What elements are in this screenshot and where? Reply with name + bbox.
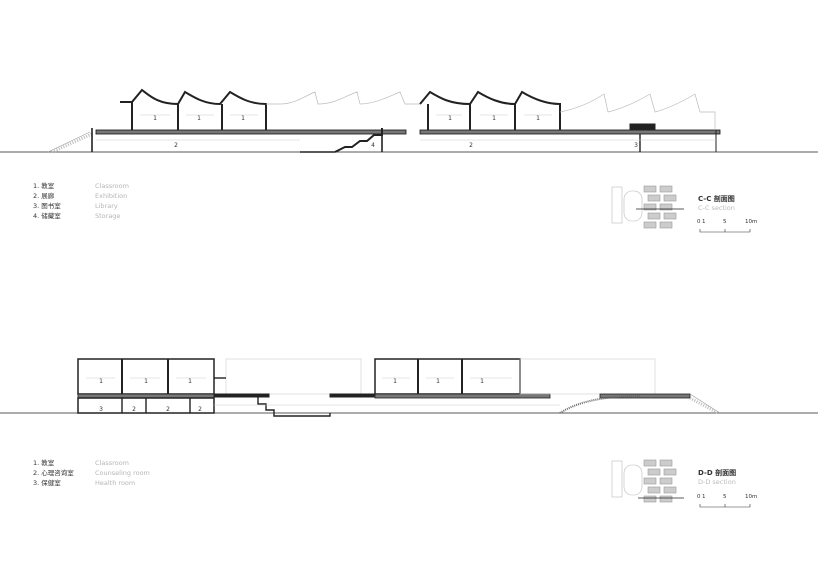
legend-item-en: Storage [95, 212, 121, 220]
room-label: 3 [634, 142, 638, 149]
room-label: 1 [153, 115, 157, 122]
key-plan-cc [611, 185, 684, 229]
scale-bar-dd [699, 504, 751, 508]
section-title-dd: D-D 剖面图 D-D section [698, 468, 736, 486]
scale-label-1: 1 [702, 494, 706, 500]
legend-item-en: Classroom [95, 182, 129, 190]
legend-item-en: Health room [95, 479, 136, 487]
legend-item-cn: 2. 展廊 [33, 192, 55, 200]
legend-item-cn: 1. 教室 [33, 459, 55, 467]
room-label: 1 [480, 378, 484, 385]
room-label: 3 [99, 406, 103, 413]
legend-item-cn: 3. 保健室 [33, 479, 61, 487]
legend-item-cn: 4. 储藏室 [33, 212, 61, 220]
legend-dd: 1. 教室 Classroom 2. 心理咨询室 Counseling room 3… [33, 458, 150, 488]
room-label: 1 [99, 378, 103, 385]
legend-item-cn: 1. 教室 [33, 182, 55, 190]
room-label: 1 [241, 115, 245, 122]
room-label: 2 [166, 406, 170, 413]
room-label: 1 [448, 115, 452, 122]
room-label: 4 [371, 142, 375, 149]
room-label: 1 [536, 115, 540, 122]
key-plan-dd [611, 459, 684, 503]
room-label: 1 [492, 115, 496, 122]
scale-label-10m: 10m [745, 494, 758, 500]
room-label: 2 [469, 142, 473, 149]
room-label: 1 [393, 378, 397, 385]
section-dd-drawing [0, 358, 818, 417]
legend-item-cn: 2. 心理咨询室 [33, 469, 74, 477]
title-cn: C-C 剖面图 [698, 195, 735, 203]
legend-item-en: Exhibition [95, 192, 128, 200]
scale-bar-cc [699, 229, 751, 233]
scale-label-1: 1 [702, 219, 706, 225]
title-en: C-C section [698, 204, 735, 212]
title-en: D-D section [698, 478, 736, 486]
legend-item-en: Library [95, 202, 118, 210]
title-cn: D-D 剖面图 [698, 469, 737, 477]
scale-label-5: 5 [723, 494, 727, 500]
room-label: 1 [188, 378, 192, 385]
legend-item-cn: 3. 图书室 [33, 202, 61, 210]
scale-label-10m: 10m [745, 219, 758, 225]
room-label: 1 [144, 378, 148, 385]
scale-label-5: 5 [723, 219, 727, 225]
legend-item-en: Counseling room [95, 469, 150, 477]
section-title-cc: C-C 剖面图 C-C section [698, 194, 735, 212]
room-label: 1 [197, 115, 201, 122]
scale-label-0: 0 [697, 494, 701, 500]
room-label: 2 [198, 406, 202, 413]
room-label: 2 [132, 406, 136, 413]
scale-label-0: 0 [697, 219, 701, 225]
room-label: 1 [436, 378, 440, 385]
room-label: 2 [174, 142, 178, 149]
legend-item-en: Classroom [95, 459, 129, 467]
legend-cc: 1. 教室 Classroom 2. 展廊 Exhibition 3. 图书室 Lib… [33, 181, 129, 221]
